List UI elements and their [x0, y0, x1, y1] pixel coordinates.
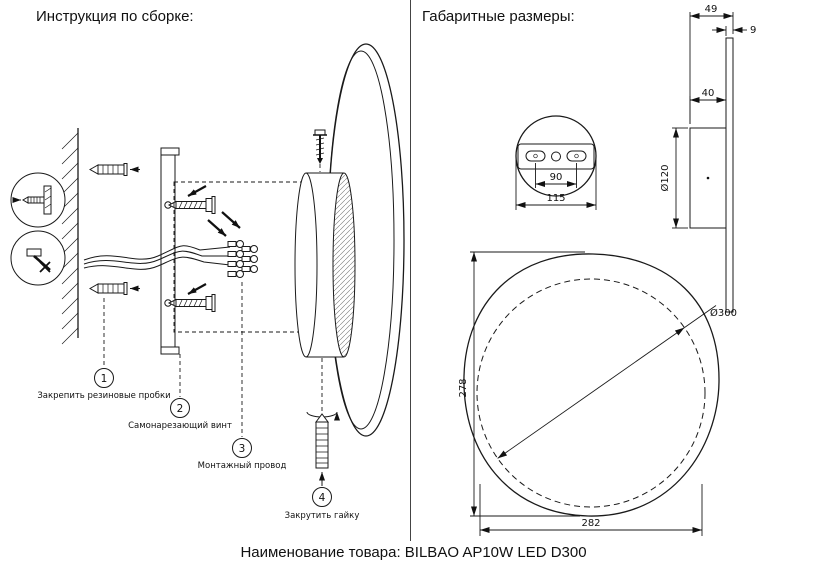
dim-lamp-diameter: Ø300 — [710, 307, 737, 319]
mounting-bracket — [160, 147, 180, 355]
mounting-wires — [83, 245, 231, 270]
dim-base-width: 115 — [546, 193, 565, 204]
callout-step-3: 3 Монтажный провод — [198, 282, 287, 471]
callout-4-label: Закрутить гайку — [285, 511, 360, 521]
nut-assembly — [306, 358, 340, 486]
product-name: Наименование товара: BILBAO AP10W LED D3… — [240, 544, 587, 561]
callout-step-1: 1 Закрепить резиновые пробки — [37, 298, 171, 401]
dimensions-drawing: 90 115 49 9 40 Ø120 — [458, 4, 756, 536]
rubber-plug-top — [88, 163, 140, 176]
panel-divider — [410, 0, 411, 541]
callout-2-label: Самонарезающий винт — [128, 421, 232, 431]
callout-step-4: 4 Закрутить гайку — [285, 487, 360, 521]
assembly-drawing: 1 Закрепить резиновые пробки 2 Самонарез… — [10, 43, 405, 521]
assembly-title: Инструкция по сборке: — [36, 8, 194, 25]
wall-hatching — [61, 128, 79, 345]
detail-icon-press-plug — [10, 172, 66, 228]
dimensions-title: Габаритные размеры: — [422, 8, 575, 25]
rubber-plug-bottom — [88, 282, 140, 295]
callout-3-label: Монтажный провод — [198, 461, 287, 471]
dim-box-diameter: Ø120 — [659, 165, 671, 192]
callout-step-2: 2 Самонарезающий винт — [128, 354, 232, 431]
dim-panel-thickness: 9 — [750, 25, 756, 36]
callout-4-number: 4 — [319, 492, 326, 504]
wire-connectors — [207, 211, 258, 278]
dim-lamp-width: 282 — [581, 518, 600, 529]
dim-box-depth: 40 — [702, 88, 715, 99]
dim-lamp-height: 278 — [458, 378, 469, 397]
dim-total-depth: 49 — [705, 4, 718, 15]
callout-2-number: 2 — [177, 403, 184, 415]
top-view: 90 115 — [515, 115, 597, 210]
dim-slot-span: 90 — [550, 172, 563, 183]
side-view: 49 9 40 Ø120 — [659, 4, 756, 313]
front-view: Ø300 278 282 — [458, 251, 737, 536]
detail-icon-no-hammer — [10, 230, 66, 286]
screw-bottom — [167, 283, 216, 312]
callout-1-label: Закрепить резиновые пробки — [37, 391, 170, 401]
callout-1-number: 1 — [101, 373, 108, 385]
screw-top — [167, 185, 216, 214]
callout-3-number: 3 — [239, 443, 246, 455]
lamp-body — [294, 43, 405, 437]
top-screw — [313, 129, 327, 172]
